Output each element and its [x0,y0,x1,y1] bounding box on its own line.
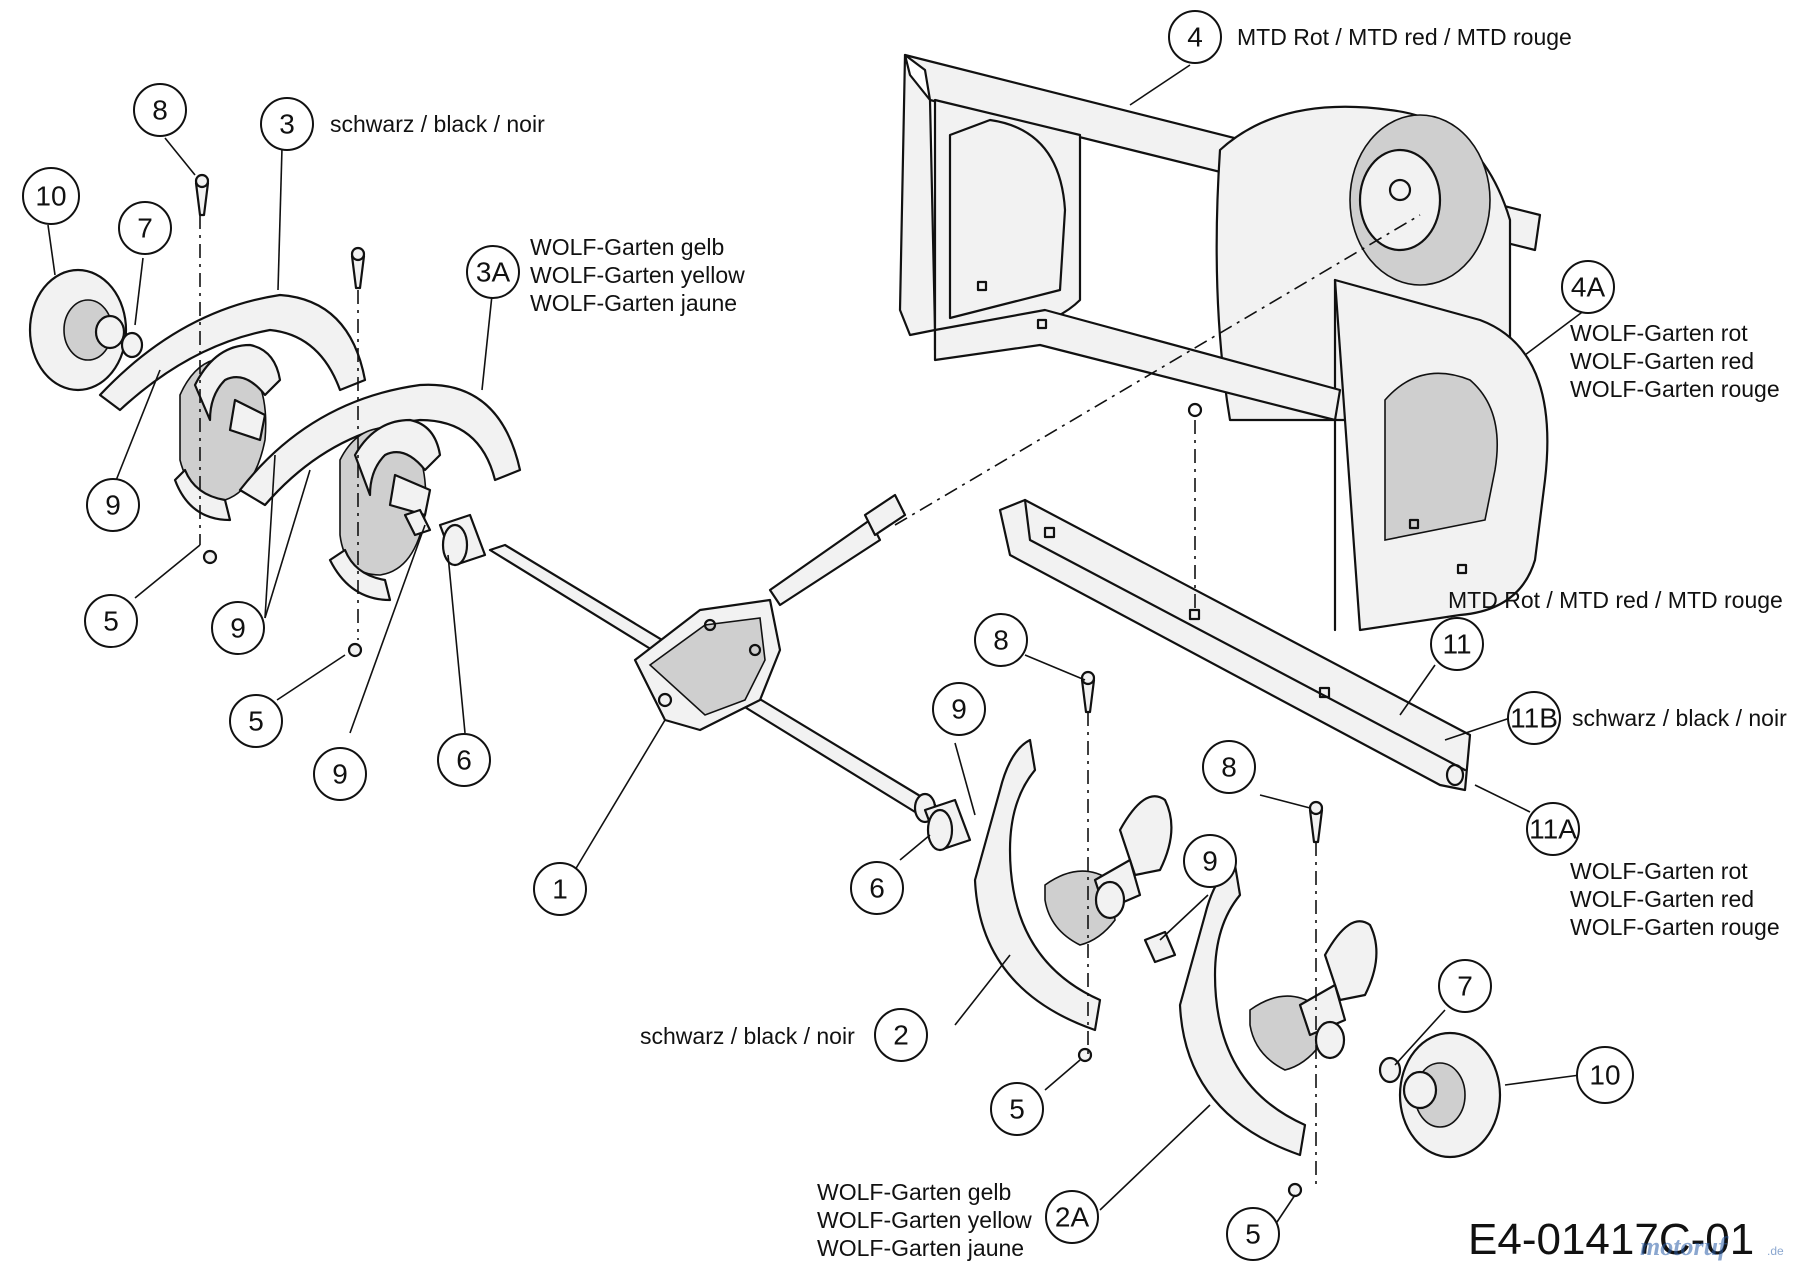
callout-3a: 3A [466,245,520,299]
svg-text:10: 10 [1589,1060,1620,1091]
callout-9: 9 [932,682,986,736]
gearbox-assembly [488,493,937,824]
svg-text:9: 9 [105,490,121,521]
right-hardware [923,670,1502,1198]
callout-9: 9 [211,601,265,655]
callout-10: 10 [1576,1046,1634,1104]
note-2-color: schwarz / black / noir [640,1023,855,1049]
callout-11a: 11A [1526,802,1580,856]
callout-9: 9 [86,478,140,532]
svg-text:8: 8 [993,625,1009,656]
callout-9: 9 [313,747,367,801]
svg-text:9: 9 [1202,846,1218,877]
svg-text:5: 5 [248,706,264,737]
svg-text:WOLF-Garten yellow: WOLF-Garten yellow [530,262,745,288]
left-auger-3a [238,383,522,602]
note-11b-color: schwarz / black / noir [1572,705,1787,731]
svg-text:6: 6 [869,873,885,904]
svg-text:5: 5 [1245,1219,1261,1250]
svg-text:.de: .de [1767,1244,1784,1258]
svg-text:WOLF-Garten rouge: WOLF-Garten rouge [1570,376,1780,402]
svg-text:6: 6 [456,745,472,776]
callout-5: 5 [990,1082,1044,1136]
svg-text:9: 9 [951,694,967,725]
note-3a-color: WOLF-Garten gelb WOLF-Garten yellow WOLF… [530,234,745,316]
callout-3: 3 [260,97,314,151]
svg-text:WOLF-Garten red: WOLF-Garten red [1570,886,1754,912]
callout-11: 11 [1430,617,1484,671]
svg-text:WOLF-Garten gelb: WOLF-Garten gelb [817,1179,1011,1205]
svg-text:WOLF-Garten jaune: WOLF-Garten jaune [817,1235,1024,1261]
svg-text:WOLF-Garten rot: WOLF-Garten rot [1570,320,1748,346]
callout-1: 1 [533,862,587,916]
callout-6: 6 [437,733,491,787]
note-2a-color: WOLF-Garten gelb WOLF-Garten yellow WOLF… [817,1179,1032,1261]
callout-5: 5 [229,694,283,748]
svg-text:8: 8 [152,95,168,126]
drawing-code: E4-01417C-01 [1468,1215,1754,1264]
callout-11b: 11B [1507,691,1561,745]
callout-5: 5 [84,594,138,648]
callout-4: 4 [1168,10,1222,64]
callout-8: 8 [133,83,187,137]
callout-8: 8 [1202,740,1256,794]
callout-8: 8 [974,613,1028,667]
note-11a-color: WOLF-Garten rot WOLF-Garten red WOLF-Gar… [1570,858,1780,940]
svg-text:3: 3 [279,109,295,140]
callout-9: 9 [1183,834,1237,888]
svg-text:8: 8 [1221,752,1237,783]
svg-text:9: 9 [230,613,246,644]
svg-text:WOLF-Garten red: WOLF-Garten red [1570,348,1754,374]
left-auger-3 [98,293,367,522]
note-3-color: schwarz / black / noir [330,111,545,137]
svg-text:WOLF-Garten yellow: WOLF-Garten yellow [817,1207,1032,1233]
left-hardware [28,173,487,658]
note-4a-color: WOLF-Garten rot WOLF-Garten red WOLF-Gar… [1570,320,1780,402]
auger-housing [898,53,1549,632]
note-11-color: MTD Rot / MTD red / MTD rouge [1448,587,1783,613]
svg-text:7: 7 [137,213,153,244]
svg-text:5: 5 [1009,1094,1025,1125]
svg-text:3A: 3A [476,257,511,288]
svg-text:4: 4 [1187,22,1203,53]
svg-text:2A: 2A [1055,1202,1090,1233]
callout-6: 6 [850,861,904,915]
leader-lines [47,64,1586,1226]
callout-7: 7 [1438,959,1492,1013]
svg-text:WOLF-Garten gelb: WOLF-Garten gelb [530,234,724,260]
svg-text:WOLF-Garten rot: WOLF-Garten rot [1570,858,1748,884]
callout-2a: 2A [1045,1190,1099,1244]
callout-5: 5 [1226,1207,1280,1261]
callout-7: 7 [118,201,172,255]
right-auger-2a [1178,863,1378,1157]
svg-text:motoruf: motoruf [1640,1232,1729,1261]
svg-text:WOLF-Garten rouge: WOLF-Garten rouge [1570,914,1780,940]
svg-text:10: 10 [35,181,66,212]
callout-2: 2 [874,1008,928,1062]
svg-text:7: 7 [1457,971,1473,1002]
svg-text:5: 5 [103,606,119,637]
note-4-color: MTD Rot / MTD red / MTD rouge [1237,24,1572,50]
callout-4a: 4A [1561,260,1615,314]
svg-text:9: 9 [332,759,348,790]
right-auger-2 [973,738,1173,1032]
svg-text:2: 2 [893,1020,909,1051]
svg-text:11A: 11A [1529,814,1577,845]
svg-text:1: 1 [552,874,568,905]
scraper-bar [998,498,1472,792]
svg-text:11: 11 [1442,629,1471,660]
svg-text:4A: 4A [1571,272,1606,303]
center-lines [199,214,1421,1190]
svg-text:WOLF-Garten jaune: WOLF-Garten jaune [530,290,737,316]
callout-10: 10 [22,167,80,225]
svg-text:11B: 11B [1510,703,1558,734]
watermark-logo: motoruf .de [1640,1232,1784,1261]
